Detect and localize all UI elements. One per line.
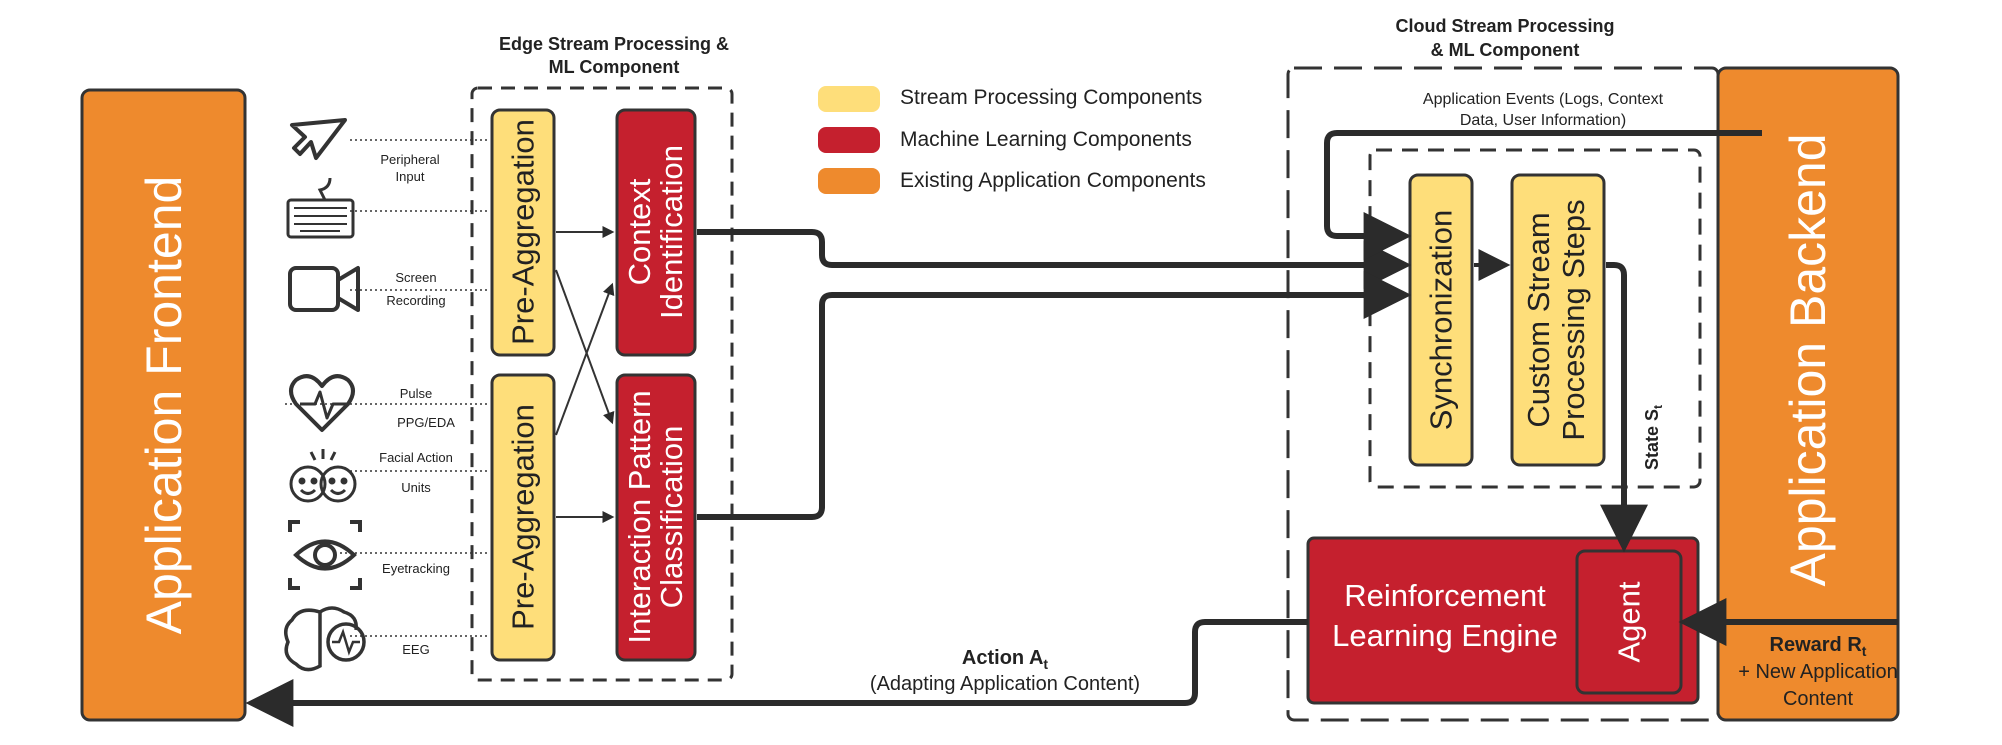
legend-ml-label: Machine Learning Components xyxy=(900,128,1192,151)
input-labels: Peripheral Input Screen Recording Pulse … xyxy=(379,152,455,657)
interaction-label-line1: Interaction Pattern xyxy=(622,390,657,643)
agent-label: Agent xyxy=(1612,581,1647,662)
context-label-line1: Context xyxy=(622,178,657,285)
context-identification-box: Context Identification xyxy=(615,108,697,357)
rl-label-line2: Learning Engine xyxy=(1332,618,1558,653)
pointer-icon xyxy=(290,118,347,160)
legend-swatch-stream xyxy=(818,86,880,112)
camera-icon xyxy=(288,266,360,312)
legend-existing-label: Existing Application Components xyxy=(900,169,1206,192)
eye-label: Eyetracking xyxy=(382,561,450,576)
custom-label-line1: Custom Stream xyxy=(1521,212,1556,427)
screen-label-line2: Recording xyxy=(386,293,445,308)
cloud-title-line1: Cloud Stream Processing xyxy=(1395,16,1614,36)
screen-label-line1: Screen xyxy=(395,270,436,285)
keyboard-icon xyxy=(286,177,355,239)
eye-icon xyxy=(288,520,362,590)
peripheral-label-line1: Peripheral xyxy=(380,152,439,167)
cloud-title-line2: & ML Component xyxy=(1431,40,1580,60)
faces-icon xyxy=(289,449,357,503)
action-label: Action At (Adapting Application Content) xyxy=(870,647,1140,695)
pulse-label-line2: PPG/EDA xyxy=(397,415,455,430)
preagg-bottom-box: Pre-Aggregation xyxy=(490,373,556,662)
action-text: Action At xyxy=(962,647,1048,672)
preagg-top-box: Pre-Aggregation xyxy=(490,108,556,357)
reward-text: Reward Rt xyxy=(1770,634,1867,659)
reward-label: Reward Rt + New Application Content xyxy=(1738,634,1898,710)
application-backend: Application Backend xyxy=(1716,66,1900,722)
facial-label-line1: Facial Action xyxy=(379,450,453,465)
sync-label: Synchronization xyxy=(1424,210,1459,431)
edge-arrows xyxy=(555,226,615,523)
legend: Stream Processing Components Machine Lea… xyxy=(818,86,1206,194)
state-label: State St xyxy=(1642,405,1665,470)
heart-pulse-icon xyxy=(289,374,355,432)
edge-title-line2: ML Component xyxy=(549,57,680,77)
preagg-bottom-label: Pre-Aggregation xyxy=(506,404,541,630)
custom-label-line2: Processing Steps xyxy=(1556,199,1591,440)
brain-icon xyxy=(284,606,366,672)
context-label-line2: Identification xyxy=(654,145,689,319)
interaction-label-line2: Classification xyxy=(654,426,689,609)
input-sources xyxy=(284,118,490,672)
custom-steps-box: Custom Stream Processing Steps xyxy=(1510,173,1606,467)
state-text: State St xyxy=(1642,405,1665,470)
legend-stream-label: Stream Processing Components xyxy=(900,86,1202,109)
preagg-top-label: Pre-Aggregation xyxy=(506,119,541,345)
application-frontend: Application Frontend xyxy=(80,88,247,722)
backend-label: Application Backend xyxy=(1780,133,1836,586)
legend-swatch-ml xyxy=(818,127,880,153)
flow-arrows xyxy=(245,130,1898,727)
edge-title-line1: Edge Stream Processing & xyxy=(499,34,729,54)
reward-line2: + New Application xyxy=(1738,661,1898,683)
interaction-classification-box: Interaction Pattern Classification xyxy=(615,373,697,662)
app-events-line2: Data, User Information) xyxy=(1460,112,1626,129)
eeg-label: EEG xyxy=(402,642,429,657)
agent-box: Agent xyxy=(1575,549,1683,695)
facial-label-line2: Units xyxy=(401,480,431,495)
synchronization-box: Synchronization xyxy=(1408,173,1474,467)
pulse-label-line1: Pulse xyxy=(400,386,433,401)
app-events-line1: Application Events (Logs, Context xyxy=(1423,91,1664,108)
action-desc: (Adapting Application Content) xyxy=(870,673,1140,695)
reward-line3: Content xyxy=(1783,688,1853,710)
peripheral-label-line2: Input xyxy=(396,169,425,184)
legend-swatch-existing xyxy=(818,168,880,194)
frontend-label: Application Frontend xyxy=(136,176,192,635)
rl-label-line1: Reinforcement xyxy=(1344,578,1546,613)
edge-component: Edge Stream Processing & ML Component xyxy=(470,34,734,682)
